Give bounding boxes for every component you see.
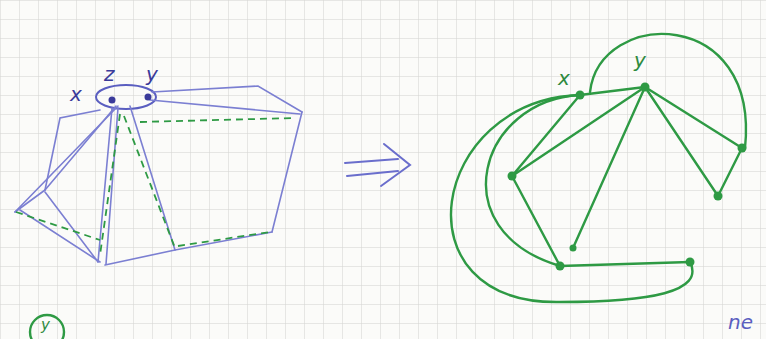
graph-vertices <box>508 83 747 271</box>
vertex-label: y <box>146 64 158 84</box>
circled-label: y <box>41 318 50 333</box>
planar-graph <box>451 34 746 302</box>
vertex-label: x <box>558 68 570 88</box>
vertex-dot <box>109 97 116 104</box>
vertex-label: x <box>70 84 82 104</box>
dashed-graph-edges <box>16 114 295 255</box>
note-fragment: ne <box>728 312 753 332</box>
circled-mark <box>30 315 64 339</box>
vertex-dot <box>145 94 152 101</box>
polyhedron-sketch <box>15 85 302 265</box>
implies-arrow <box>345 144 410 186</box>
vertex-label: z <box>104 64 115 84</box>
vertex-label: y <box>634 50 646 70</box>
